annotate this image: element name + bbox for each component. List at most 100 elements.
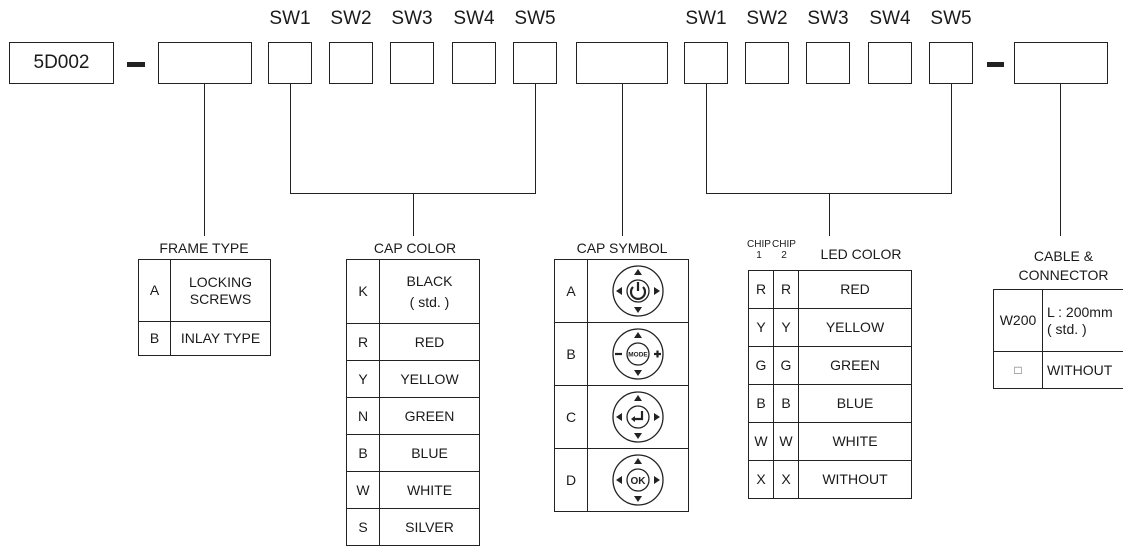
cap-color-label: BLUE xyxy=(379,434,480,472)
prefix-code-box: 5D002 xyxy=(9,42,114,84)
led-color-label: YELLOW xyxy=(798,308,912,347)
table-row: A xyxy=(554,259,689,323)
cap-color-code: S xyxy=(346,508,380,546)
table-row: B MODE xyxy=(554,322,689,386)
led-color-title: LED COLOR xyxy=(820,246,902,262)
left-sw4-label: SW4 xyxy=(453,8,495,29)
ok-symbol-icon: OK xyxy=(587,448,689,512)
cap-symbol-code: D xyxy=(554,448,588,512)
cap-color-sw4-field xyxy=(452,42,496,84)
cap-color-code: N xyxy=(346,397,380,435)
prefix-code: 5D002 xyxy=(33,52,90,73)
chip2-code: B xyxy=(773,384,799,423)
cable-table: W200 L : 200mm ( std. ) □ WITHOUT xyxy=(993,289,1123,389)
cap-symbol-title: CAP SYMBOL xyxy=(576,240,668,256)
ok-text: OK xyxy=(631,476,647,487)
frame-code-b: B xyxy=(138,321,171,356)
cable-connector-line xyxy=(1060,84,1061,236)
chip1-code: W xyxy=(748,422,774,461)
left-sw5-label: SW5 xyxy=(514,8,556,29)
chip2-code: G xyxy=(773,346,799,385)
cable-label: WITHOUT xyxy=(1042,351,1123,389)
separator-dash xyxy=(127,62,145,67)
chip2-code: W xyxy=(773,422,799,461)
led-bracket-left xyxy=(706,84,707,194)
cap-color-code: R xyxy=(346,323,380,361)
chip2-code: X xyxy=(773,460,799,499)
led-color-label: GREEN xyxy=(798,346,912,385)
chip1-code: G xyxy=(748,346,774,385)
cap-color-label: GREEN xyxy=(379,397,480,435)
cable-code: □ xyxy=(993,351,1043,389)
chip2-header: CHIP 2 xyxy=(772,239,796,261)
cap-symbol-code: B xyxy=(554,322,588,386)
led-color-label: RED xyxy=(798,270,912,309)
chip2-code: Y xyxy=(773,308,799,347)
right-sw1-label: SW1 xyxy=(685,8,727,29)
cable-connector-field xyxy=(1014,42,1108,84)
mode-text: MODE xyxy=(628,352,648,359)
led-color-label: BLUE xyxy=(798,384,912,423)
cap-color-label: WHITE xyxy=(379,471,480,509)
cap-color-title: CAP COLOR xyxy=(373,240,457,256)
separator-dash-2 xyxy=(987,62,1004,67)
cap-color-label: RED xyxy=(379,323,480,361)
cap-color-sw1-field xyxy=(268,42,312,84)
frame-label-a: LOCKING SCREWS xyxy=(170,259,271,322)
enter-symbol-icon xyxy=(587,385,689,449)
table-row: D OK xyxy=(554,448,689,512)
cable-label: L : 200mm ( std. ) xyxy=(1042,289,1123,352)
table-row: K BLACK ( std. ) xyxy=(346,259,480,324)
cap-color-sw2-field xyxy=(329,42,373,84)
chip1-code: B xyxy=(748,384,774,423)
cap-color-sw5-field xyxy=(513,42,557,84)
cap-color-code: W xyxy=(346,471,380,509)
left-sw3-label: SW3 xyxy=(391,8,433,29)
cap-symbol-code: A xyxy=(554,259,588,323)
chip1-code: R xyxy=(748,270,774,309)
cap-symbol-connector-line xyxy=(622,84,623,236)
right-sw3-label: SW3 xyxy=(807,8,849,29)
table-row: □ WITHOUT xyxy=(993,351,1123,389)
chip1-code: Y xyxy=(748,308,774,347)
cap-symbol-table: A B MODE xyxy=(554,259,689,512)
led-bracket-right xyxy=(951,84,952,194)
cap-symbol-field xyxy=(576,42,668,84)
frame-type-table: A LOCKING SCREWS B INLAY TYPE xyxy=(138,259,271,356)
mode-plus-minus-icon: MODE xyxy=(587,322,689,386)
led-color-sw4-field xyxy=(868,42,912,84)
table-row: W200 L : 200mm ( std. ) xyxy=(993,289,1123,352)
chip1-header: CHIP 1 xyxy=(747,239,771,261)
table-row: B INLAY TYPE xyxy=(138,321,271,356)
table-row: C xyxy=(554,385,689,449)
cap-color-bracket-left xyxy=(290,84,291,194)
led-color-sw1-field xyxy=(684,42,728,84)
left-sw2-label: SW2 xyxy=(330,8,372,29)
cap-color-code: Y xyxy=(346,360,380,398)
power-symbol-icon xyxy=(587,259,689,323)
left-sw1-label: SW1 xyxy=(269,8,311,29)
frame-type-title: FRAME TYPE xyxy=(159,240,249,256)
led-color-sw3-field xyxy=(806,42,850,84)
cap-color-code: B xyxy=(346,434,380,472)
cable-code: W200 xyxy=(993,289,1043,352)
frame-connector-line xyxy=(204,84,205,236)
cap-color-label: YELLOW xyxy=(379,360,480,398)
cap-color-connector-line xyxy=(413,193,414,236)
right-sw4-label: SW4 xyxy=(869,8,911,29)
frame-code-a: A xyxy=(138,259,171,322)
right-sw5-label: SW5 xyxy=(930,8,972,29)
right-sw2-label: SW2 xyxy=(746,8,788,29)
cap-color-label: BLACK ( std. ) xyxy=(379,259,480,324)
